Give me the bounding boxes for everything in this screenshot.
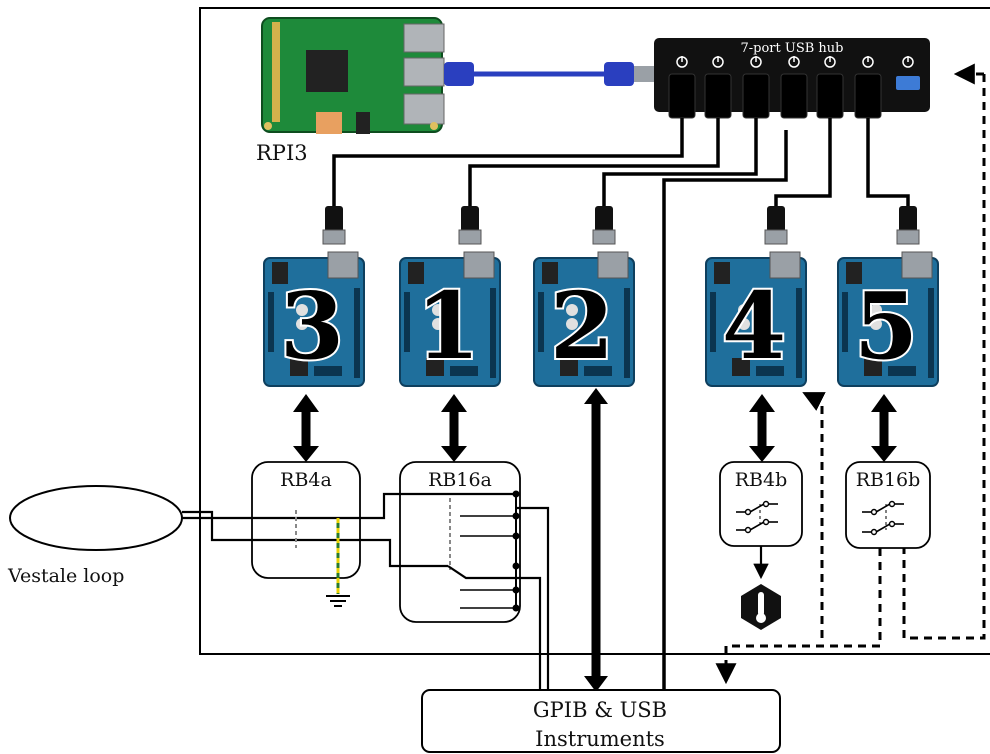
usb-cable-3 xyxy=(592,118,758,245)
relay-board-rb4b: RB4b xyxy=(719,461,803,547)
relay-switch-icon xyxy=(735,500,779,534)
bidir-arrow-4 xyxy=(871,394,897,462)
svg-text:Instruments: Instruments xyxy=(535,727,665,751)
arduino-uno-icon: 4 xyxy=(705,251,807,387)
bidirectional-arrows xyxy=(293,394,897,462)
relay-board-rb16a: RB16a xyxy=(399,461,521,623)
vestale-loop-label: Vestale loop xyxy=(7,565,124,587)
rpi-hub-usb-cable xyxy=(444,62,656,86)
arduino-number-label: 4 xyxy=(722,272,786,380)
hub-port-5 xyxy=(816,56,844,119)
svg-text:RB16a: RB16a xyxy=(428,469,492,491)
relay-board-rb4a: RB4a xyxy=(251,461,361,579)
hub-ports xyxy=(668,56,920,119)
rpi-label: RPI3 xyxy=(256,141,308,165)
arduino-number-label: 2 xyxy=(550,272,614,380)
svg-text:RB16b: RB16b xyxy=(856,469,921,491)
relay-switch-icon xyxy=(861,500,905,536)
arduino-number-label: 3 xyxy=(280,272,344,380)
loop-wiring xyxy=(182,490,550,690)
ground-symbol-icon xyxy=(326,518,350,607)
hub-instruments-cable xyxy=(662,130,788,690)
hub-port-4 xyxy=(780,56,808,119)
svg-text:RB4a: RB4a xyxy=(280,469,332,491)
usb-cable-1 xyxy=(322,118,684,245)
hub-port-6 xyxy=(854,56,882,119)
hub-port-7 xyxy=(896,56,920,90)
arduino2-instruments-arrow xyxy=(584,388,608,692)
dashed-control-lines xyxy=(715,63,986,685)
arduino-number-label: 5 xyxy=(854,272,918,380)
instruments-box: GPIB & USB Instruments xyxy=(421,689,781,753)
hub-port-2 xyxy=(704,56,732,119)
vestale-loop xyxy=(9,485,183,551)
usb-cable-2 xyxy=(458,118,720,245)
arduino-uno-icon: 5 xyxy=(837,251,939,387)
arduino-uno-icon: 2 xyxy=(533,251,635,387)
relay-board-rb16b: RB16b xyxy=(845,461,931,549)
hub-port-3 xyxy=(742,56,770,119)
thermometer-sensor-icon xyxy=(741,546,781,630)
arduino-number-label: 1 xyxy=(416,272,480,380)
bidir-arrow-1 xyxy=(293,394,319,462)
svg-text:GPIB & USB: GPIB & USB xyxy=(533,698,667,722)
hub-label: 7-port USB hub xyxy=(741,41,844,56)
svg-text:RB4b: RB4b xyxy=(735,469,788,491)
raspberry-pi-board-icon xyxy=(261,17,445,134)
arduino-uno-icon: 1 xyxy=(399,251,501,387)
usb-cable-5 xyxy=(866,118,920,245)
bidir-arrow-3 xyxy=(749,394,775,462)
arduino-uno-icon: 3 xyxy=(263,251,365,387)
bidir-arrow-2 xyxy=(441,394,467,462)
usb-wires xyxy=(322,118,920,245)
usb-cable-4 xyxy=(764,118,832,245)
